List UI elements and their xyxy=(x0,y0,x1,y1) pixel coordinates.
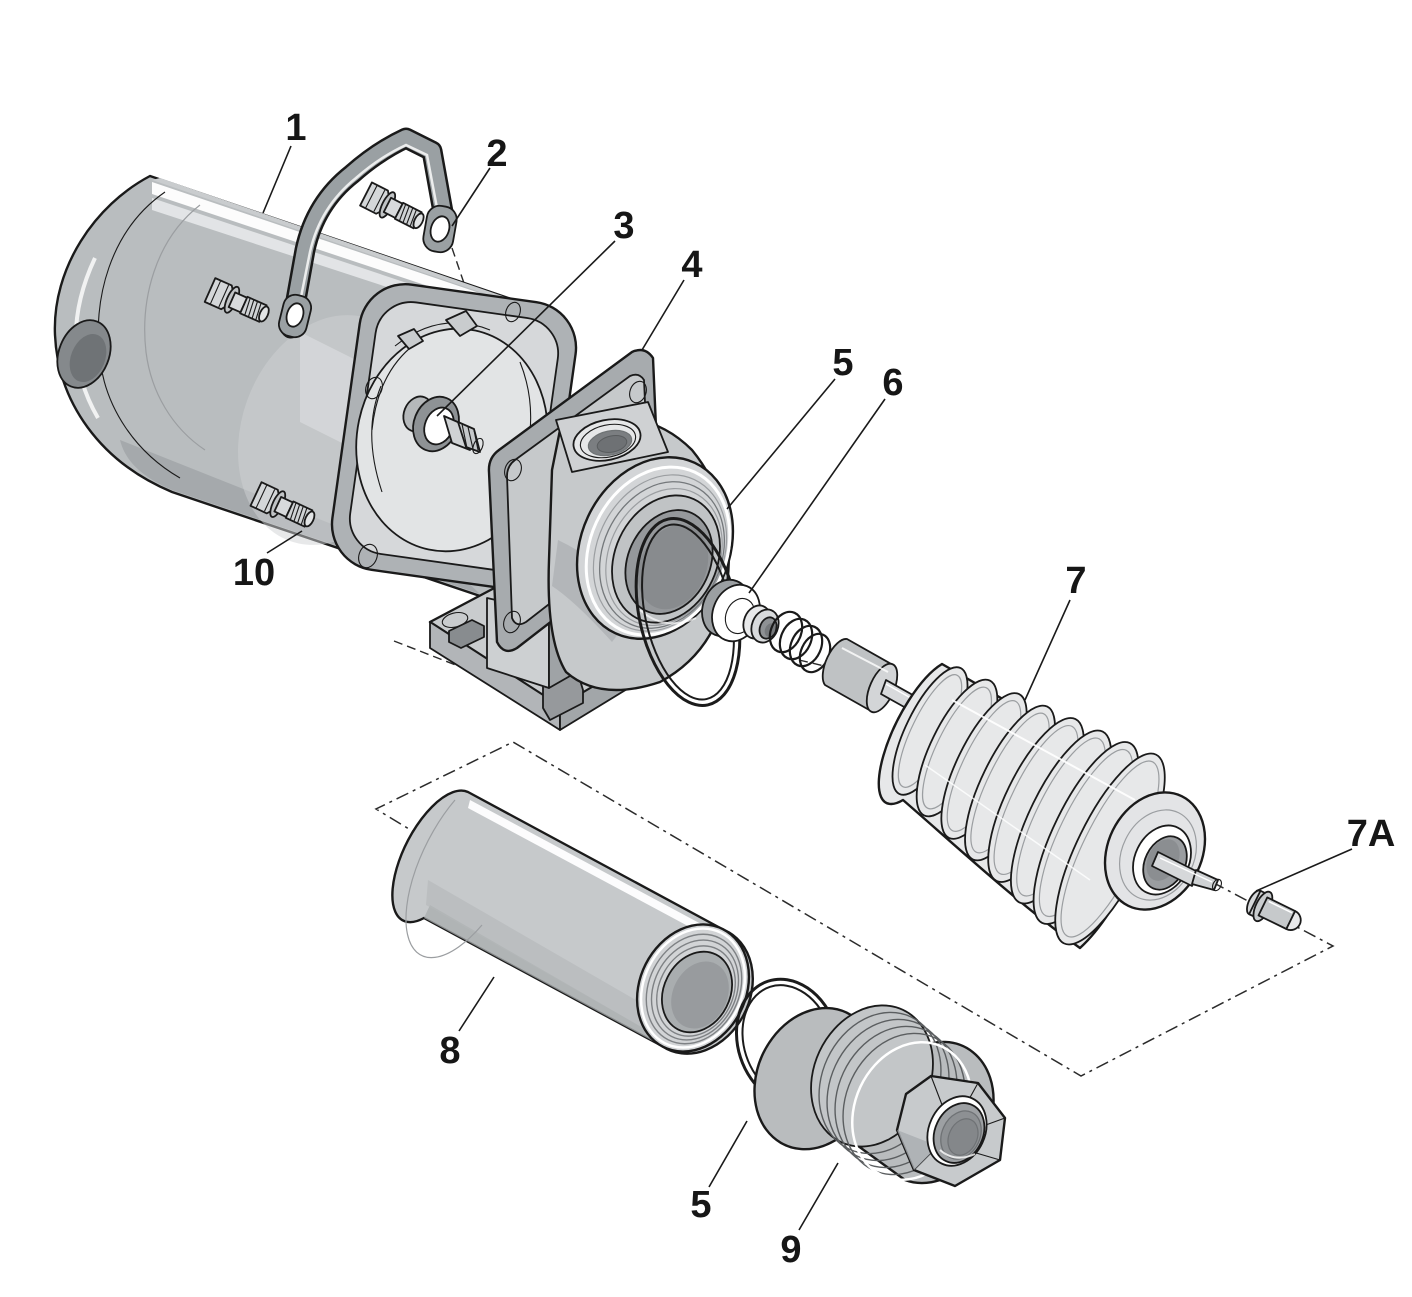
callout-7: 7 xyxy=(1065,560,1086,602)
impeller-screw xyxy=(1246,889,1302,931)
callout-7a: 7A xyxy=(1347,813,1396,855)
callout-10: 10 xyxy=(233,552,275,594)
callout-4: 4 xyxy=(681,244,702,286)
end-plug xyxy=(753,1004,1007,1188)
callout-labels: 1 2 3 4 5 6 7 7A 8 5 9 10 xyxy=(233,107,1395,1271)
callout-2: 2 xyxy=(486,133,507,175)
stack-shaft-tip xyxy=(1151,851,1223,892)
callout-3: 3 xyxy=(613,205,634,247)
shaft-seal xyxy=(701,578,780,644)
callout-5b: 5 xyxy=(690,1184,711,1226)
bolt-lower xyxy=(249,481,316,528)
seal-spring xyxy=(768,610,832,674)
callout-8: 8 xyxy=(439,1030,460,1072)
impeller-stack xyxy=(877,662,1223,950)
callout-1: 1 xyxy=(285,107,306,149)
bolt-handle xyxy=(359,181,425,230)
callout-9: 9 xyxy=(780,1229,801,1271)
bolt-front xyxy=(203,277,270,323)
handle-strap xyxy=(277,127,458,339)
callout-5: 5 xyxy=(832,342,853,384)
leader-lines xyxy=(262,145,1353,1231)
motor-shaft-and-seal xyxy=(402,395,484,455)
callout-6: 6 xyxy=(882,362,903,404)
top-port xyxy=(555,401,669,473)
casing-shell xyxy=(391,789,754,1055)
